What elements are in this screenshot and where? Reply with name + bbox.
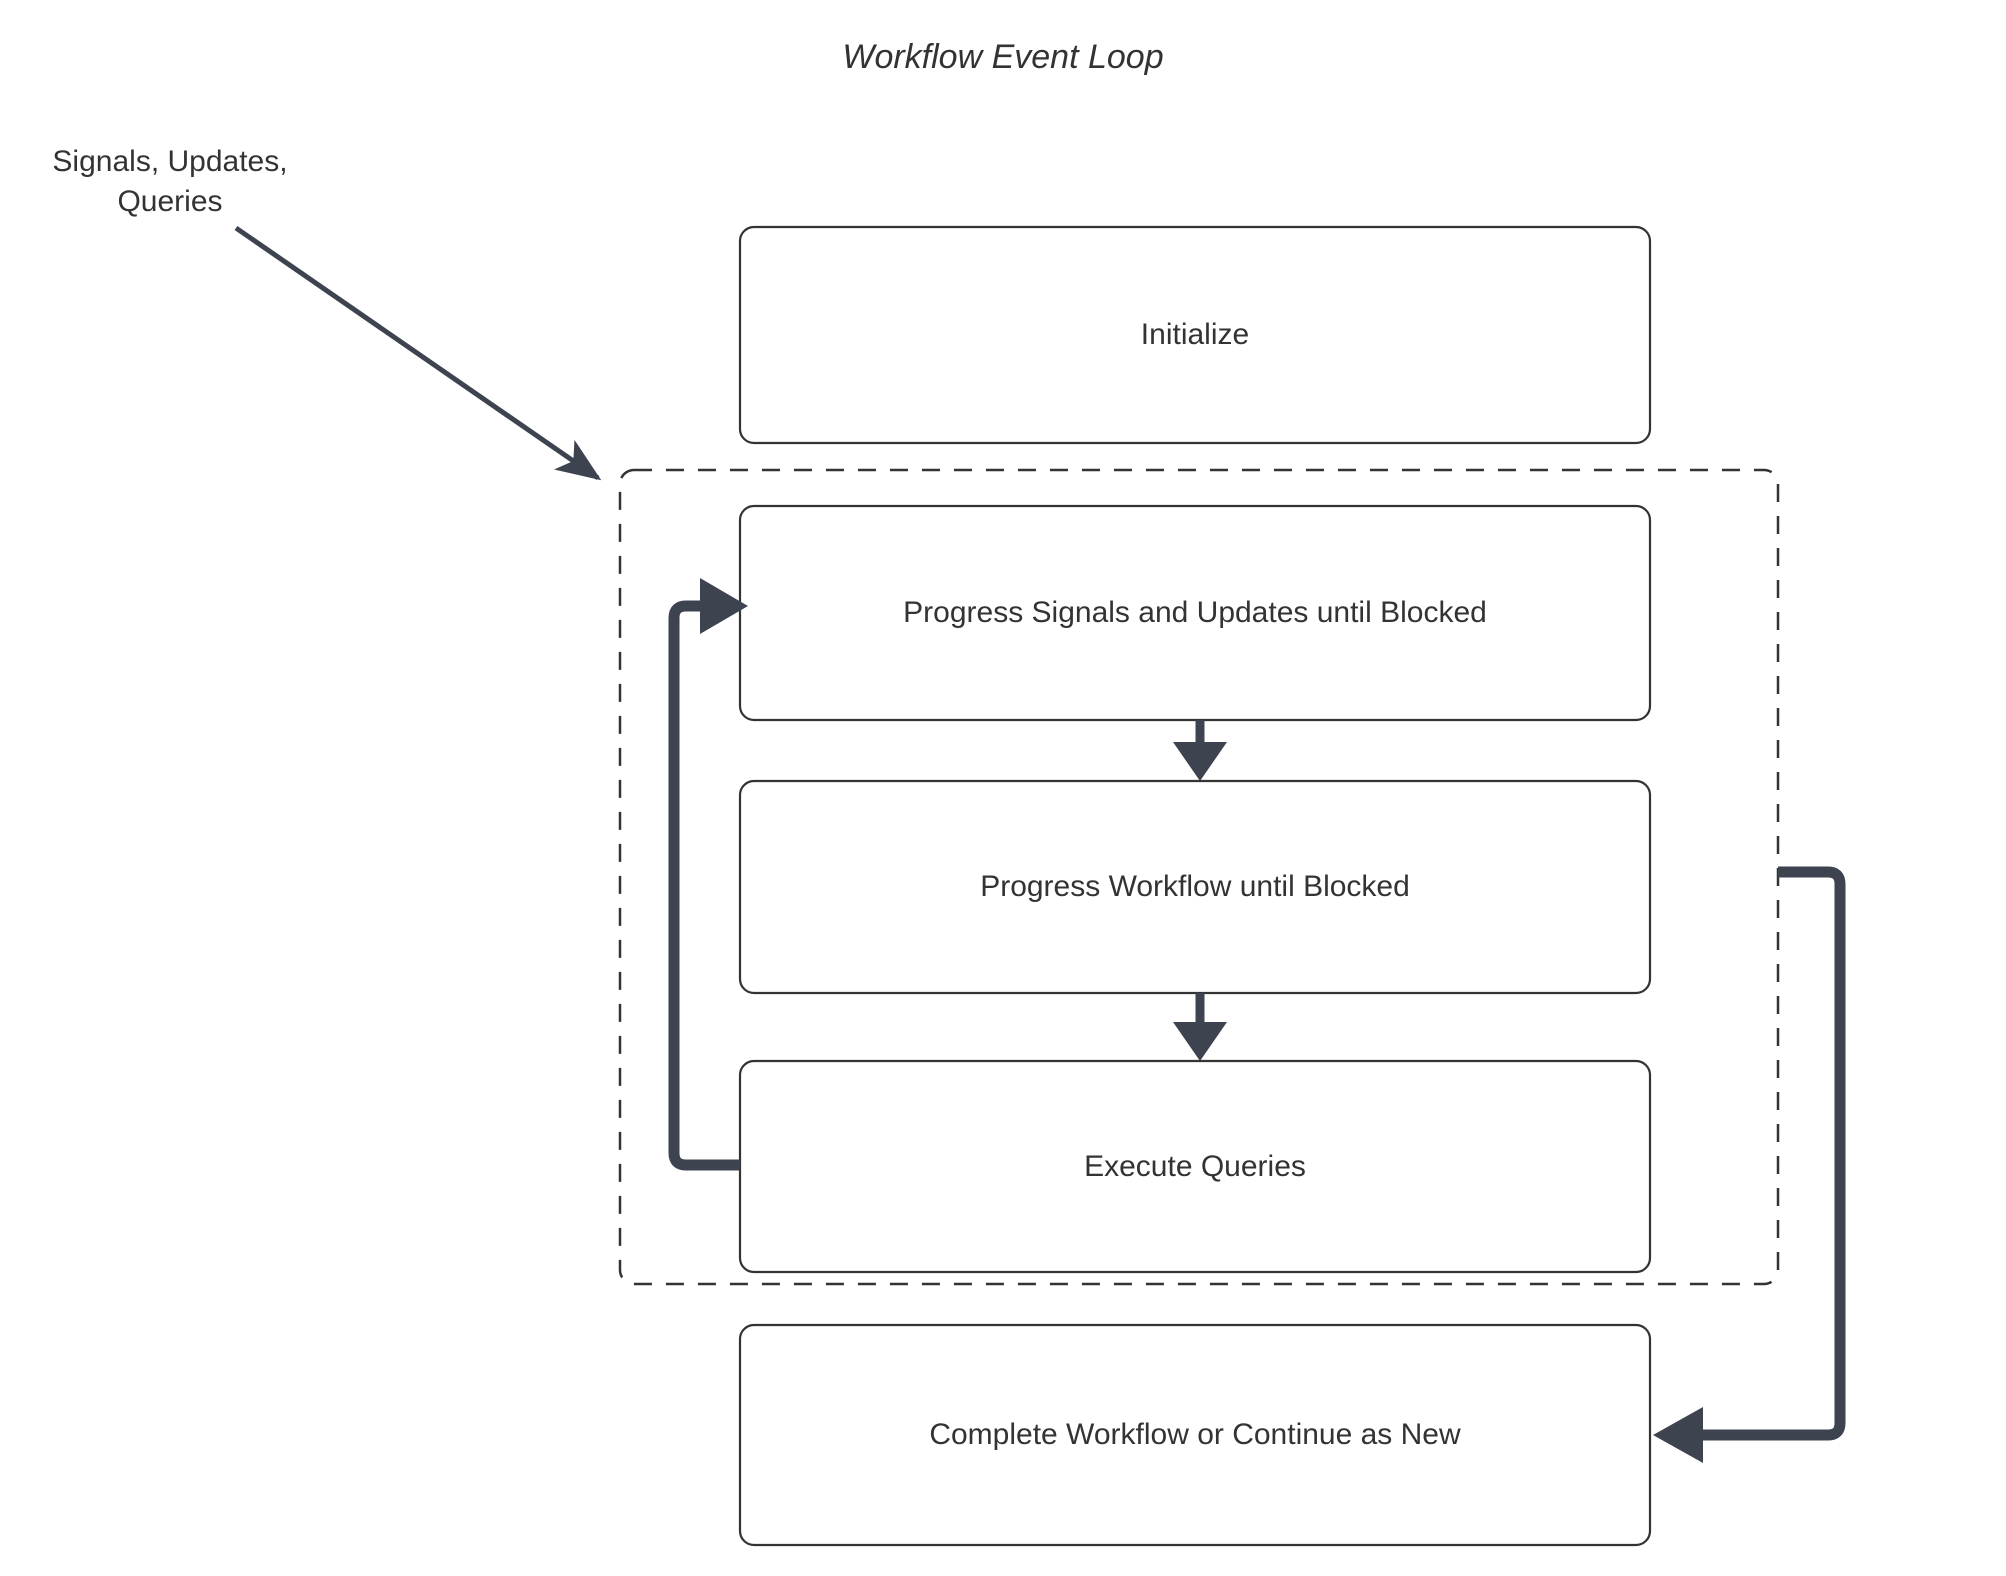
edge-loop-to-complete bbox=[1703, 866, 1846, 1441]
edge-signals-to-workflow-head bbox=[1173, 742, 1227, 781]
node-initialize-box bbox=[738, 225, 1652, 445]
edge-loop-to-complete-head bbox=[1653, 1407, 1703, 1463]
edge-workflow-to-queries-head bbox=[1173, 1022, 1227, 1061]
edge-queries-loopback-head bbox=[700, 578, 748, 634]
external-input-label: Signals, Updates, Queries bbox=[52, 145, 288, 218]
node-execute-queries-box bbox=[738, 1059, 1652, 1274]
node-complete-workflow-box bbox=[738, 1323, 1652, 1547]
edge-queries-loopback bbox=[668, 600, 740, 1171]
node-progress-workflow-box bbox=[738, 779, 1652, 995]
node-progress-signals-box bbox=[738, 504, 1652, 722]
edge-external-to-loop bbox=[234, 225, 602, 481]
page-title: Workflow Event Loop bbox=[842, 38, 1164, 76]
